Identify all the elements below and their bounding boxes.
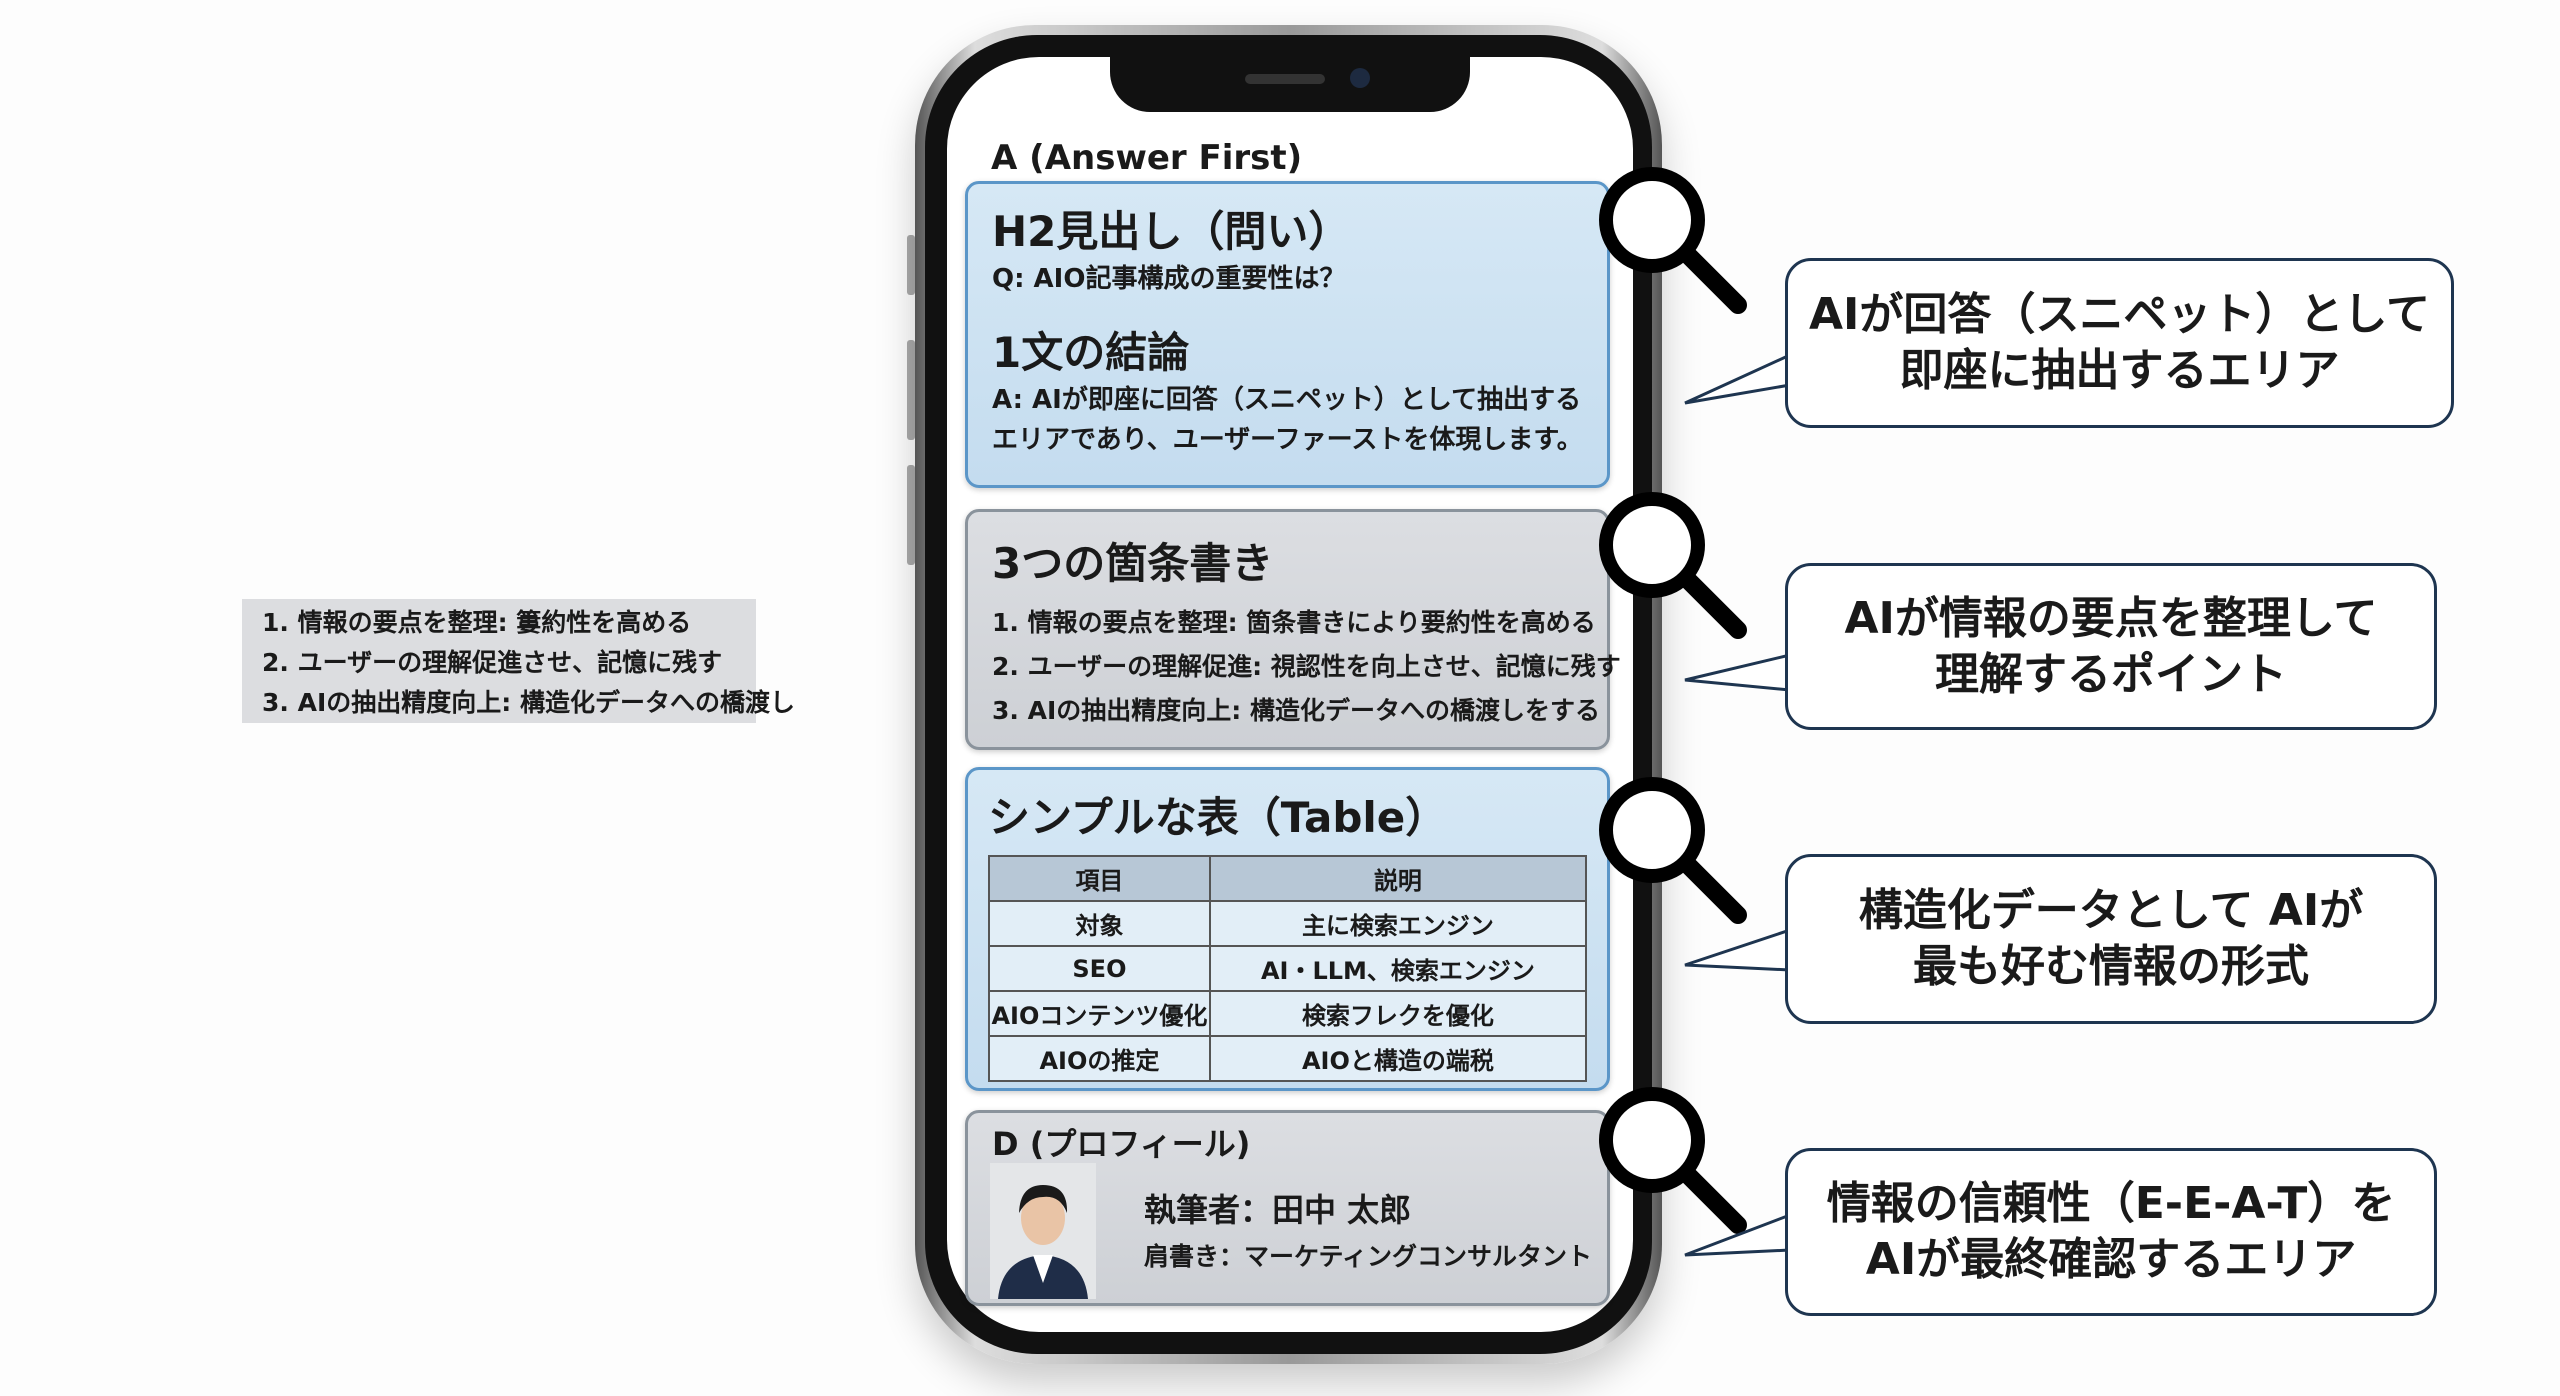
table-cell: 主に検索エンジン xyxy=(1208,900,1588,947)
table-cell: AI・LLM、検索エンジン xyxy=(1208,945,1588,992)
table-row: 対象主に検索エンジン xyxy=(988,900,1588,947)
answer-text: エリアであり、ユーザーファーストを体現します。 xyxy=(992,425,1583,455)
magnifier-icon xyxy=(1599,167,1747,314)
table-heading: シンプルな表（Table） xyxy=(988,793,1448,842)
callout-text: 構造化データとして AIが xyxy=(1858,885,2364,936)
phone-side-button xyxy=(907,340,915,440)
floating-list-item: 2. ユーザーの理解促進させ、記憶に残す xyxy=(262,648,723,677)
callout-text: 最も好む情報の形式 xyxy=(1913,941,2309,992)
speaker-icon xyxy=(1245,74,1325,84)
callout-table: 構造化データとして AIが最も好む情報の形式 xyxy=(1785,854,2437,1024)
table-header: 説明 xyxy=(1208,855,1588,902)
callout-text: 情報の信頼性（E-E-A-T）を xyxy=(1826,1178,2396,1229)
callout-tail xyxy=(1684,1213,1791,1257)
floating-list-item: 3. AIの抽出精度向上: 構造化データへの橋渡し xyxy=(262,688,795,717)
table-cell: 対象 xyxy=(988,900,1211,947)
phone-side-button xyxy=(907,235,915,295)
magnifier-icon xyxy=(1599,1087,1747,1234)
camera-icon xyxy=(1350,68,1370,88)
callout-tail xyxy=(1684,353,1791,405)
magnifier-icon xyxy=(1599,492,1747,639)
answer-first-box: H2見出し（問い） Q: AIO記事構成の重要性は？ 1文の結論 A: AIが即… xyxy=(965,181,1610,488)
table-header: 項目 xyxy=(988,855,1211,902)
callout-text: 即座に抽出するエリア xyxy=(1899,345,2340,396)
conclusion-heading: 1文の結論 xyxy=(992,328,1190,377)
bullet-list-box: 3つの箇条書き 1. 情報の要点を整理: 箇条書きにより要約性を高める 2. ユ… xyxy=(965,509,1621,750)
table-cell: 検索フレクを優化 xyxy=(1208,990,1588,1037)
callout-answer: AIが回答（スニペット）として即座に抽出するエリア xyxy=(1785,258,2454,428)
bullet-item: 2. ユーザーの理解促進: 視認性を向上させ、記憶に残す xyxy=(992,652,1621,681)
table-cell: SEO xyxy=(988,945,1211,992)
callout-text: AIが回答（スニペット）として xyxy=(1808,289,2431,340)
callout-bullets: AIが情報の要点を整理して理解するポイント xyxy=(1785,563,2437,730)
table-row: AIOコンテンツ優化検索フレクを優化 xyxy=(988,990,1588,1037)
phone-notch xyxy=(1110,50,1470,112)
profile-label: D (プロフィール) xyxy=(992,1125,1251,1163)
floating-list: 1. 情報の要点を整理: 簍約性を高める 2. ユーザーの理解促進させ、記憶に残… xyxy=(242,599,795,723)
table-cell: AIOの推定 xyxy=(988,1035,1211,1082)
callout-text: AIが最終確認するエリア xyxy=(1865,1234,2357,1285)
callout-tail xyxy=(1684,653,1791,692)
table-cell: AIOコンテンツ優化 xyxy=(988,990,1211,1037)
profile-box: D (プロフィール) 執筆者：田中 太郎 肩書き：マーケティングコンサルタント xyxy=(965,1110,1610,1306)
author-title: 肩書き：マーケティングコンサルタント xyxy=(1144,1242,1593,1271)
question-text: Q: AIO記事構成の重要性は？ xyxy=(992,264,1346,294)
floating-list-item: 1. 情報の要点を整理: 簍約性を高める xyxy=(262,608,692,637)
bullet-heading: 3つの箇条書き xyxy=(992,539,1274,588)
author-avatar xyxy=(990,1163,1096,1299)
phone-side-button xyxy=(907,465,915,565)
section-a-label: A (Answer First) xyxy=(991,138,1303,178)
callout-tail xyxy=(1684,928,1791,972)
bullet-item: 1. 情報の要点を整理: 箇条書きにより要約性を高める xyxy=(992,608,1596,637)
callout-text: 理解するポイント xyxy=(1935,648,2287,700)
h2-heading: H2見出し（問い） xyxy=(992,207,1351,256)
magnifier-icon xyxy=(1599,777,1747,924)
table-cell: AIOと構造の端税 xyxy=(1208,1035,1588,1082)
callout-text: AIが情報の要点を整理して xyxy=(1844,592,2378,644)
bullet-item: 3. AIの抽出精度向上: 構造化データへの橋渡しをする xyxy=(992,696,1600,725)
author-name: 執筆者：田中 太郎 xyxy=(1144,1191,1412,1229)
answer-text: A: AIが即座に回答（スニペット）として抽出する xyxy=(992,385,1582,415)
